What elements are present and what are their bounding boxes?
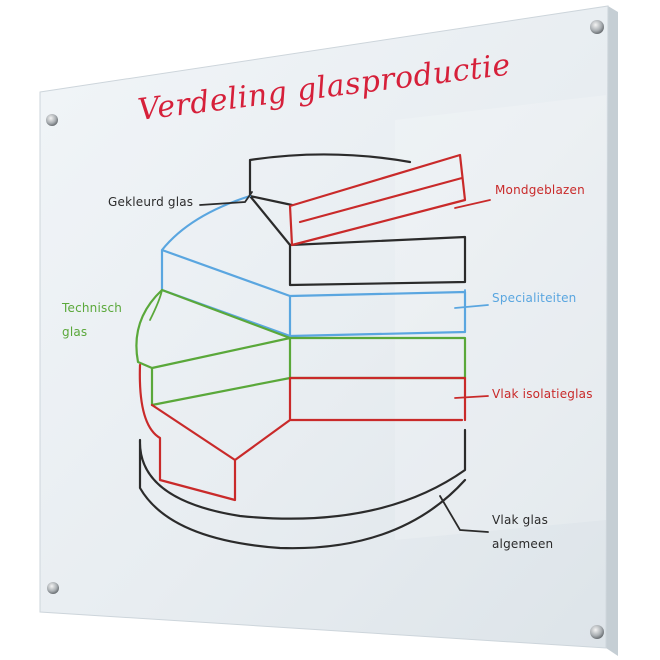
slice-specialiteiten — [160, 194, 467, 338]
label-vlak-glas-line2: algemeen — [492, 537, 554, 551]
board-surface — [39, 5, 609, 649]
slice-vlak-glas-algemeen — [138, 428, 467, 550]
leader-mondgeblazen — [454, 199, 491, 209]
label-gekleurd-glas: Gekleurd glas — [108, 195, 194, 209]
slice-mondgeblazen — [288, 153, 467, 247]
leader-gekleurd-glas — [199, 191, 253, 206]
board-edge — [606, 6, 618, 656]
label-vlak-glas-line1: Vlak glas — [492, 513, 549, 527]
leader-technisch — [149, 289, 163, 321]
leader-specialiteiten — [454, 289, 489, 319]
label-technisch-glas-line1: Technisch — [62, 301, 123, 315]
leader-vlak-isolatieglas — [454, 384, 489, 411]
leader-vlak-glas — [439, 495, 489, 533]
label-mondgeblazen: Mondgeblazen — [495, 183, 585, 197]
label-vlak-isolatieglas: Vlak isolatieglas — [492, 387, 593, 401]
board-reflection — [395, 95, 606, 540]
slice-vlak-isolatieglas — [138, 363, 467, 502]
slice-gekleurd-glas — [248, 153, 467, 287]
label-technisch-glas-line2: glas — [62, 325, 88, 339]
mounting-screw-icon — [46, 20, 604, 639]
label-specialiteiten: Specialiteiten — [492, 291, 577, 305]
